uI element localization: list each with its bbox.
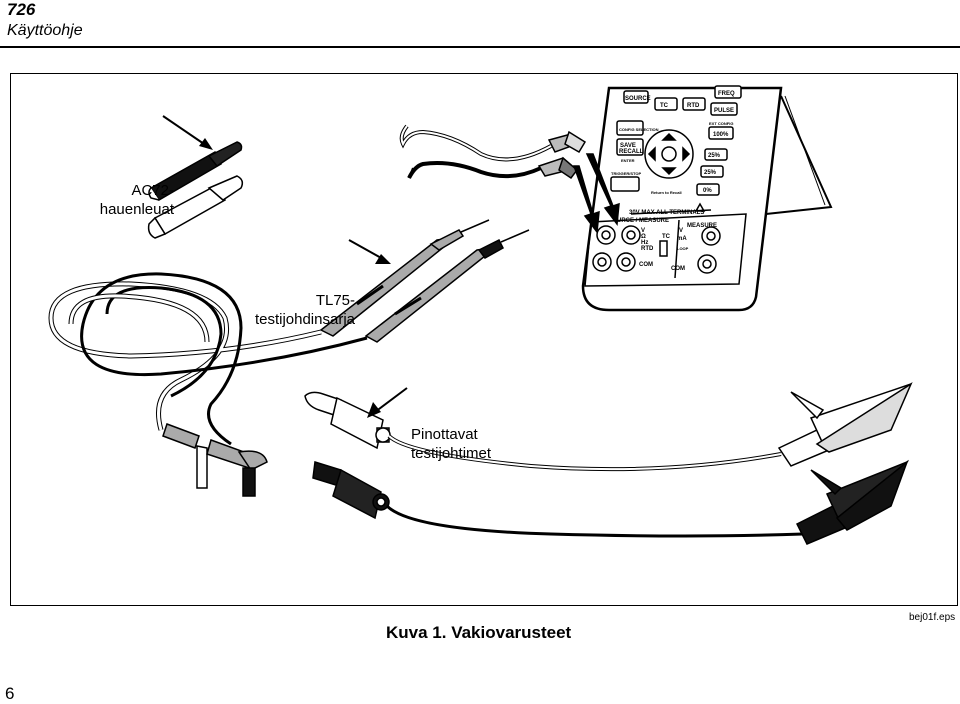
device-label-return: Return to Recall: [651, 190, 682, 195]
device-term-com: COM: [639, 262, 653, 268]
device-term-loop: LOOP: [677, 246, 689, 251]
calibrator-device: [581, 85, 833, 312]
figure-caption: Kuva 1. Vakiovarusteet: [386, 623, 572, 642]
device-label-save: SAVE: [620, 143, 636, 149]
document-subtitle: Käyttöohje: [7, 22, 83, 39]
stackable-leads: [304, 391, 391, 520]
ac72-alligator-jaws: [147, 141, 244, 239]
device-source-measure: URCE / MEASURE: [617, 218, 669, 224]
device-label-pulse: PULSE: [714, 108, 734, 114]
device-term-ma: mA: [677, 236, 687, 242]
device-term-v: V: [641, 228, 645, 234]
label-ac72: AC72- hauenleuat: [99, 181, 174, 219]
device-label-trigger: TRIGGER/STOP: [611, 171, 641, 176]
page-number: 6: [5, 684, 15, 703]
label-tl75-line1: TL75-: [315, 292, 355, 309]
top-leads: [399, 124, 552, 179]
device-labels: SOURCE TC RTD FREQ PULSE CONFIG SELECTIO…: [611, 91, 735, 272]
device-term-rtd: RTD: [641, 246, 654, 252]
label-ac72-line1: AC72-: [131, 182, 174, 199]
device-label-rtd: RTD: [687, 103, 700, 109]
device-label-100: 100%: [713, 132, 729, 138]
device-term-hz: Hz: [641, 240, 648, 246]
ac72-arrow: [162, 115, 213, 150]
device-measure: MEASURE: [687, 223, 717, 229]
label-ac72-line2: hauenleuat: [99, 201, 174, 218]
device-label-0: 0%: [703, 188, 712, 194]
device-plugs: [537, 130, 620, 234]
device-label-config: CONFIG SELECTION: [619, 127, 659, 132]
device-label-enter: ENTER: [621, 158, 635, 163]
device-term-ohm: Ω: [641, 234, 646, 240]
device-label-25-up: 25%: [708, 153, 721, 159]
header-rule: [0, 46, 960, 48]
device-label-source: SOURCE: [625, 96, 651, 102]
label-stackable-line2: testijohtimet: [411, 445, 492, 462]
equipment-illustration: SOURCE TC RTD FREQ PULSE CONFIG SELECTIO…: [48, 85, 913, 545]
device-label-tc: TC: [660, 103, 669, 109]
label-stackable-line1: Pinottavat: [411, 426, 478, 443]
device-term-tc: TC: [662, 234, 671, 240]
label-tl75: TL75- testijohdinsarja: [247, 291, 355, 329]
stackable-cables: [385, 434, 804, 538]
device-label-25-down: 25%: [704, 170, 717, 176]
device-term-v2: V: [679, 228, 683, 234]
device-label-recall: RECALL: [619, 149, 644, 155]
document-number: 726: [7, 0, 36, 19]
stackable-arrow: [367, 387, 408, 418]
label-tl75-line2: testijohdinsarja: [254, 311, 355, 328]
tl75-probes: [319, 219, 530, 343]
device-warning: 30V MAX ALL TERMINALS: [629, 210, 704, 216]
device-term-com2: COM: [671, 266, 685, 272]
lead-plugs: [162, 423, 268, 497]
tl75-arrow: [348, 239, 391, 264]
coiled-cables: [48, 272, 368, 446]
figure-frame: SOURCE TC RTD FREQ PULSE CONFIG SELECTIO…: [10, 73, 958, 606]
label-stackable-leads: Pinottavat testijohtimet: [411, 425, 491, 463]
device-label-extconfig: EXT CONFIG: [709, 121, 733, 126]
device-label-freq: FREQ: [718, 91, 735, 97]
alligator-clips: [777, 382, 913, 545]
figure-file-reference: bej01f.eps: [909, 612, 956, 623]
